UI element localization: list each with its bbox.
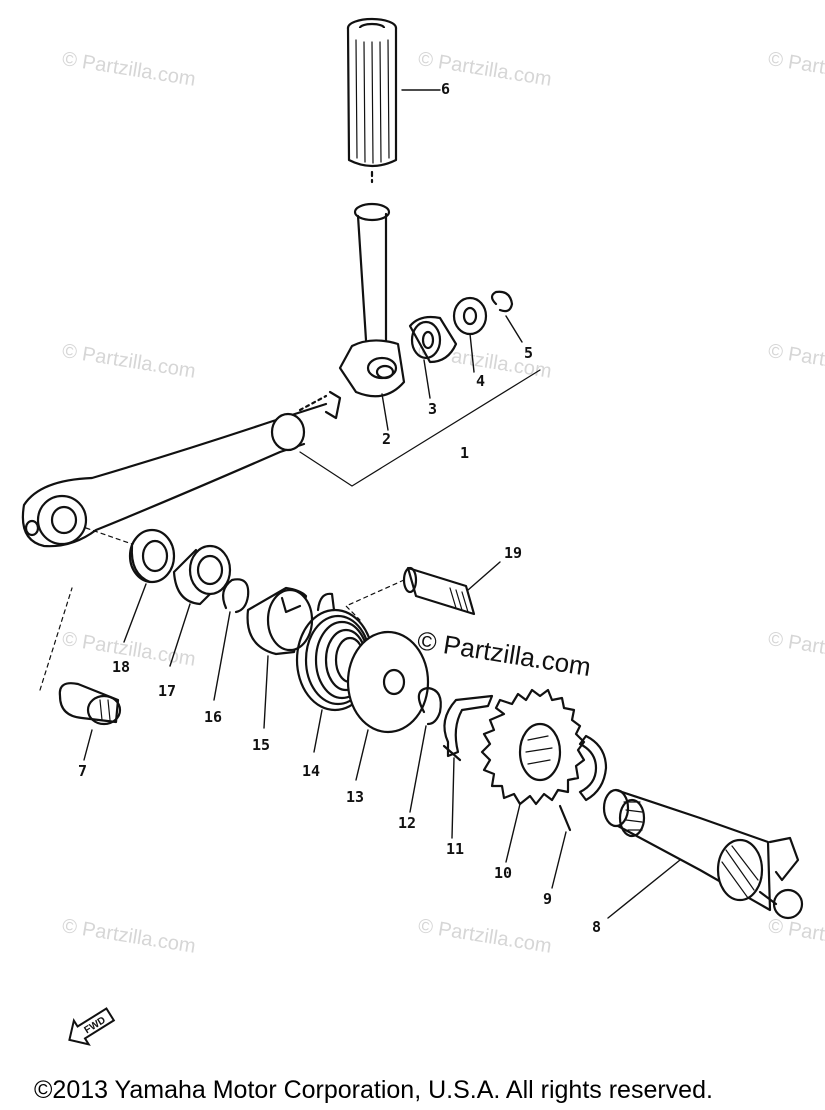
bolt-part [39,587,122,726]
callout-number: 3 [428,400,438,418]
bushing-part [172,544,232,606]
callout-number: 11 [446,840,465,858]
callout-number: 4 [476,372,486,390]
callout-number: 10 [494,864,513,882]
callout-number: 8 [592,918,602,936]
circlip-part [417,686,442,726]
thrust-washer-part [346,630,430,734]
callout-number: 17 [158,682,177,700]
oil-seal-part [128,528,176,584]
callout-number: 16 [204,708,223,726]
kick-crank-part [21,202,406,548]
callout-number: 7 [78,762,88,780]
spring-clip-part [558,734,608,832]
forward-direction-icon: FWD [68,1007,116,1046]
kick-gear-part [480,688,586,806]
callout-number: 2 [382,430,392,448]
spring-guide-part [246,586,314,656]
callout-number: 14 [302,762,321,780]
pin-part [345,566,476,621]
callout-number: 19 [504,544,523,562]
callout-number: 18 [112,658,131,676]
callout-number: 12 [398,814,417,832]
callout-number: 15 [252,736,271,754]
copyright-notice: ©2013 Yamaha Motor Corporation, U.S.A. A… [34,1076,713,1104]
kick-clip-part [442,694,494,762]
clip-part [490,290,514,313]
circlip-part [221,578,250,614]
callout-number: 1 [460,444,470,462]
callout-number: 9 [543,890,553,908]
callout-number: 13 [346,788,365,806]
collar-part [408,315,458,364]
washer-part [452,296,488,336]
callout-number: 6 [441,80,451,98]
kick-axle-part [602,788,804,920]
kick-grip-part [346,17,398,184]
callout-number: 5 [524,344,534,362]
